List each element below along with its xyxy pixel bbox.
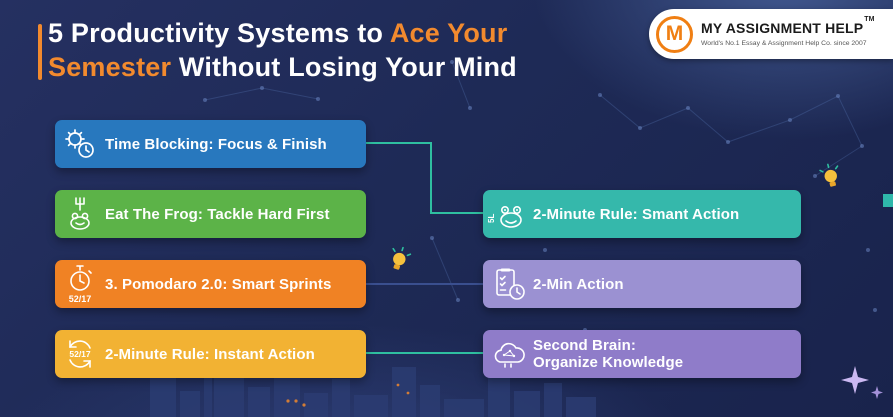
list-item-two-min-action: 2-Min Action xyxy=(483,260,801,308)
icon-text: 52/17 xyxy=(69,349,91,359)
title-part-orange-1: Ace Your xyxy=(389,18,508,48)
bar-label: 2-Min Action xyxy=(533,275,624,293)
connector-top-elbow xyxy=(430,212,483,214)
bar-label: Time Blocking: Focus & Finish xyxy=(105,135,327,153)
checklist-clock-icon xyxy=(483,266,533,302)
sparkle-icon xyxy=(841,366,883,399)
brand-monogram-icon: M xyxy=(656,15,693,53)
list-item-two-minute-rule-smart: 5L 2-Minute Rule: Smant Action xyxy=(483,190,801,238)
bar-label: Second Brain: Organize Knowledge xyxy=(533,337,683,371)
brand-name: MY ASSIGNMENT HELP xyxy=(701,20,864,37)
list-item-time-blocking: Time Blocking: Focus & Finish xyxy=(55,120,366,168)
stopwatch-icon: 52/17 xyxy=(55,264,105,304)
page-title: 5 Productivity Systems to Ace Your Semes… xyxy=(48,16,668,84)
connector-bottom xyxy=(366,352,483,354)
bar-label: Eat The Frog: Tackle Hard First xyxy=(105,205,330,223)
icon-text: 52/17 xyxy=(69,294,92,304)
frog-icon: 5L xyxy=(483,196,533,232)
bar-label-line2: Organize Knowledge xyxy=(533,354,684,371)
edge-accent-chip xyxy=(883,194,893,207)
icon-text: 5L xyxy=(488,214,496,223)
title-part-orange-2: Semester xyxy=(48,52,172,82)
list-item-eat-the-frog: Eat The Frog: Tackle Hard First xyxy=(55,190,366,238)
bar-label-line1: Second Brain: xyxy=(533,337,636,354)
bar-label: 2-Minute Rule: Instant Action xyxy=(105,345,315,363)
bar-label: 2-Minute Rule: Smant Action xyxy=(533,205,740,223)
list-item-pomodaro: 52/17 3. Pomodaro 2.0: Smart Sprints xyxy=(55,260,366,308)
lightbulb-icon xyxy=(392,246,412,270)
connector-top-horizontal xyxy=(366,142,432,144)
brain-gear-clock-icon xyxy=(55,126,105,162)
fork-frog-icon xyxy=(55,196,105,232)
list-item-two-minute-rule-instant: 52/17 2-Minute Rule: Instant Action xyxy=(55,330,366,378)
brand-logo: M MY ASSIGNMENT HELPTM World's No.1 Essa… xyxy=(649,9,893,59)
trademark-symbol: TM xyxy=(864,16,875,24)
cycle-timer-icon: 52/17 xyxy=(55,335,105,373)
connector-top-vertical xyxy=(430,142,432,214)
title-part-white-2: Without Losing Your Mind xyxy=(171,52,517,82)
brand-tagline: World's No.1 Essay & Assignment Help Co.… xyxy=(701,40,867,48)
title-accent-bar xyxy=(38,24,42,80)
connector-middle xyxy=(366,283,483,285)
bar-label: 3. Pomodaro 2.0: Smart Sprints xyxy=(105,275,332,293)
title-part-white-1: 5 Productivity Systems to xyxy=(48,18,390,48)
cloud-brain-icon xyxy=(483,336,533,372)
list-item-second-brain: Second Brain: Organize Knowledge xyxy=(483,330,801,378)
lightbulb-icon xyxy=(819,163,839,187)
